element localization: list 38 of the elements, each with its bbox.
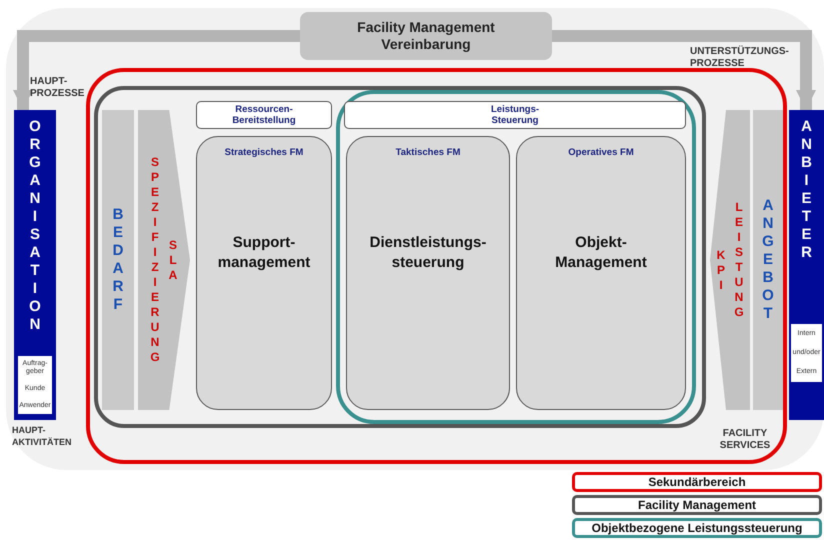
section-label: UNTERSTÜTZUNGS- PROZESSE: [690, 46, 790, 70]
role-box: [18, 356, 52, 414]
section-label: HAUPT- AKTIVITÄTEN: [12, 424, 72, 448]
section-label: FACILITY SERVICES: [718, 428, 772, 452]
arrow: [552, 30, 816, 110]
header-text: Leistungs- Steuerung: [490, 104, 540, 126]
bar-title: ANGEBOT: [760, 197, 776, 323]
chevron-text: KPI: [715, 248, 727, 292]
role-box: [791, 324, 822, 382]
agreement-title: Facility Management Vereinbarung: [356, 19, 496, 53]
card-title: Support- management: [216, 233, 312, 273]
level-header-box: [196, 101, 332, 129]
bar-title: BEDARF: [110, 206, 126, 314]
legend-entry: Sekundärbereich: [572, 472, 822, 492]
arrow: [13, 30, 300, 110]
level-header-box: [344, 101, 686, 129]
legend-entry: Facility Management: [572, 495, 822, 515]
column-title: ORGANISATION: [28, 118, 42, 334]
card-heading: Taktisches FM: [396, 147, 460, 158]
agreement-box: [300, 12, 552, 60]
card-title: Dienstleistungs- steuerung: [368, 233, 488, 273]
chevron-text: SPEZIFIZIERUNG: [149, 155, 161, 365]
party-column: [14, 110, 56, 420]
party-column: [789, 110, 824, 420]
column-title: ANBIETER: [799, 118, 814, 262]
process-bar: [102, 110, 134, 410]
header-text: Ressourcen- Bereitstellung: [231, 104, 297, 126]
chevron-text: LEISTUNG: [733, 200, 745, 320]
section-label: HAUPT- PROZESSE: [30, 76, 86, 100]
management-card: [196, 136, 332, 410]
legend-entry: Objektbezogene Leistungssteuerung: [572, 518, 822, 538]
card-heading: Operatives FM: [568, 147, 634, 158]
card-title: Objekt- Management: [554, 233, 648, 273]
card-heading: Strategisches FM: [224, 147, 304, 158]
management-card: [346, 136, 510, 410]
chevron-text: SLA: [167, 238, 179, 282]
process-bar: [753, 110, 783, 410]
management-card: [516, 136, 686, 410]
